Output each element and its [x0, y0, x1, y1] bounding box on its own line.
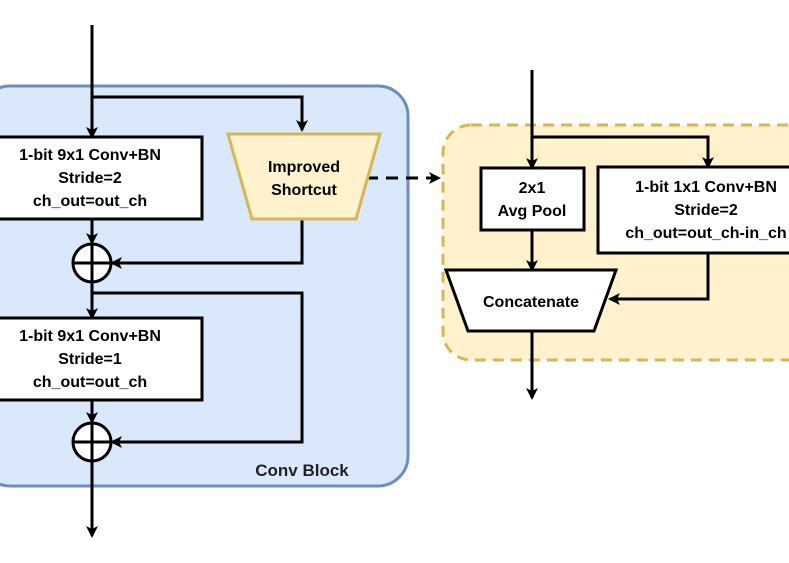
conv2-line2: Stride=1: [58, 351, 122, 368]
conv-block-title: Conv Block: [255, 461, 349, 480]
add-node-2: [71, 421, 113, 463]
shortcut-conv-line1: 1-bit 1x1 Conv+BN: [635, 179, 777, 196]
avg-pool-line2: Avg Pool: [498, 203, 567, 220]
conv1-line1: 1-bit 9x1 Conv+BN: [19, 147, 161, 164]
conv2-box: [0, 316, 204, 402]
conv2-line3: ch_out=out_ch: [33, 374, 147, 391]
detail-conv-branch-arrow: [532, 135, 714, 169]
shortcut-conv-line3: ch_out=out_ch-in_ch: [625, 225, 786, 242]
improved-shortcut-trapezoid: [226, 132, 382, 221]
conv2-line1: 1-bit 9x1 Conv+BN: [19, 328, 161, 345]
conv1-line2: Stride=2: [58, 170, 122, 187]
conv1-box: [0, 135, 204, 221]
shortcut-conv-line2: Stride=2: [674, 202, 738, 219]
shortcut-to-add1-arrow: [110, 220, 304, 269]
shortcut-conv-box: [596, 165, 789, 255]
concatenate-label: Concatenate: [483, 294, 579, 311]
residual-skip-arrow: [92, 291, 304, 448]
conv1-line3: ch_out=out_ch: [33, 193, 147, 210]
shortcut-branch-arrow: [92, 95, 308, 132]
concatenate-trapezoid: [443, 268, 619, 333]
shortcut-line1: Improved: [268, 159, 340, 176]
avg-pool-line1: 2x1: [519, 180, 546, 197]
avg-pool-box: [479, 166, 586, 232]
conv-to-concat-arrow: [608, 253, 710, 305]
add-node-1: [71, 242, 113, 284]
shortcut-line2: Shortcut: [271, 182, 337, 199]
